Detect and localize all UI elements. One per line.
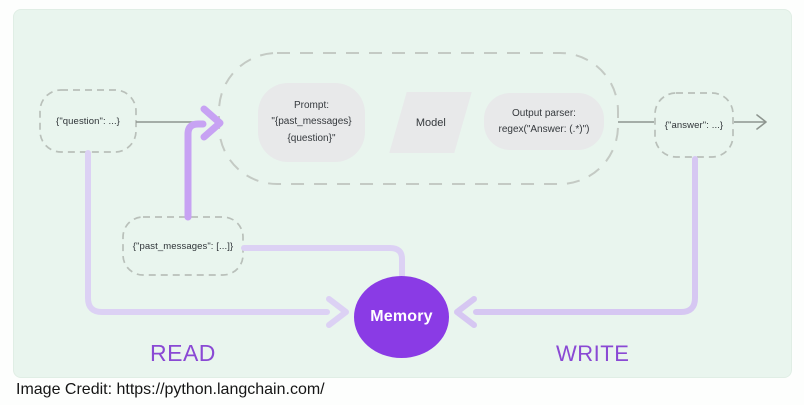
memory-node: Memory <box>354 276 449 358</box>
model-node-label: Model <box>415 116 446 129</box>
question-node-label: {"question": ...} <box>56 115 120 127</box>
prompt-node-line1: Prompt: <box>293 99 329 111</box>
write-label: WRITE <box>556 341 630 366</box>
answer-node-label: {"answer": ...} <box>664 119 724 131</box>
prompt-node-line3: {question}" <box>287 132 336 144</box>
prompt-node-line2: "{past_messages} <box>271 116 352 128</box>
output-parser-node: Output parser: regex("Answer: (.*)") <box>484 93 604 150</box>
answer-node: {"answer": ...} <box>655 93 733 157</box>
prompt-node: Prompt: "{past_messages} {question}" <box>258 83 365 162</box>
output-parser-line1: Output parser: <box>512 107 576 119</box>
output-parser-line2: regex("Answer: (.*)") <box>498 123 590 135</box>
past-messages-node: {"past_messages": [...]} <box>123 217 243 275</box>
read-label: READ <box>150 340 216 366</box>
question-node: {"question": ...} <box>40 90 136 152</box>
image-credit: Image Credit: https://python.langchain.c… <box>16 381 325 398</box>
memory-node-label: Memory <box>370 308 433 325</box>
past-messages-node-label: {"past_messages": [...]} <box>132 240 234 252</box>
